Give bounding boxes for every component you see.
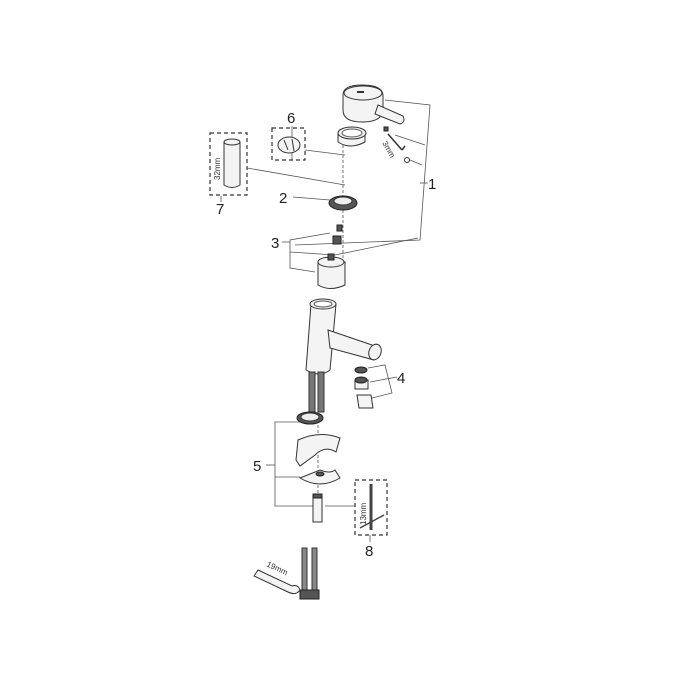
callout-7: 7 <box>216 201 224 218</box>
aerator-parts <box>354 366 374 409</box>
fixing-set <box>295 411 341 523</box>
tool-7-dimension: 32mm <box>213 157 222 180</box>
callout-3: 3 <box>271 235 279 252</box>
wrench-19mm: 19mm <box>253 560 301 595</box>
tool-7-box: 32mm <box>209 132 248 196</box>
supply-hoses-bottom <box>299 547 320 600</box>
ring-nut <box>328 195 358 211</box>
callout-5: 5 <box>253 458 261 475</box>
callout-8: 8 <box>365 543 373 560</box>
lever-handle <box>342 84 405 125</box>
supply-hoses-top <box>308 371 325 413</box>
adapter-hex <box>332 235 342 245</box>
adapter-small <box>336 224 343 232</box>
tool-6-box <box>271 127 306 161</box>
tap-body <box>305 298 382 375</box>
callout-6: 6 <box>287 110 295 127</box>
callout-4: 4 <box>397 370 405 387</box>
callout-2: 2 <box>279 190 287 207</box>
hex-key-set: 3mm <box>380 126 410 163</box>
cartridge <box>317 253 346 289</box>
tool-8-box: 13mm <box>354 479 388 536</box>
tool-8-dimension: 13mm <box>359 502 368 525</box>
cover-cap <box>337 126 367 147</box>
leader-lines <box>220 99 431 542</box>
callout-1: 1 <box>428 176 436 193</box>
